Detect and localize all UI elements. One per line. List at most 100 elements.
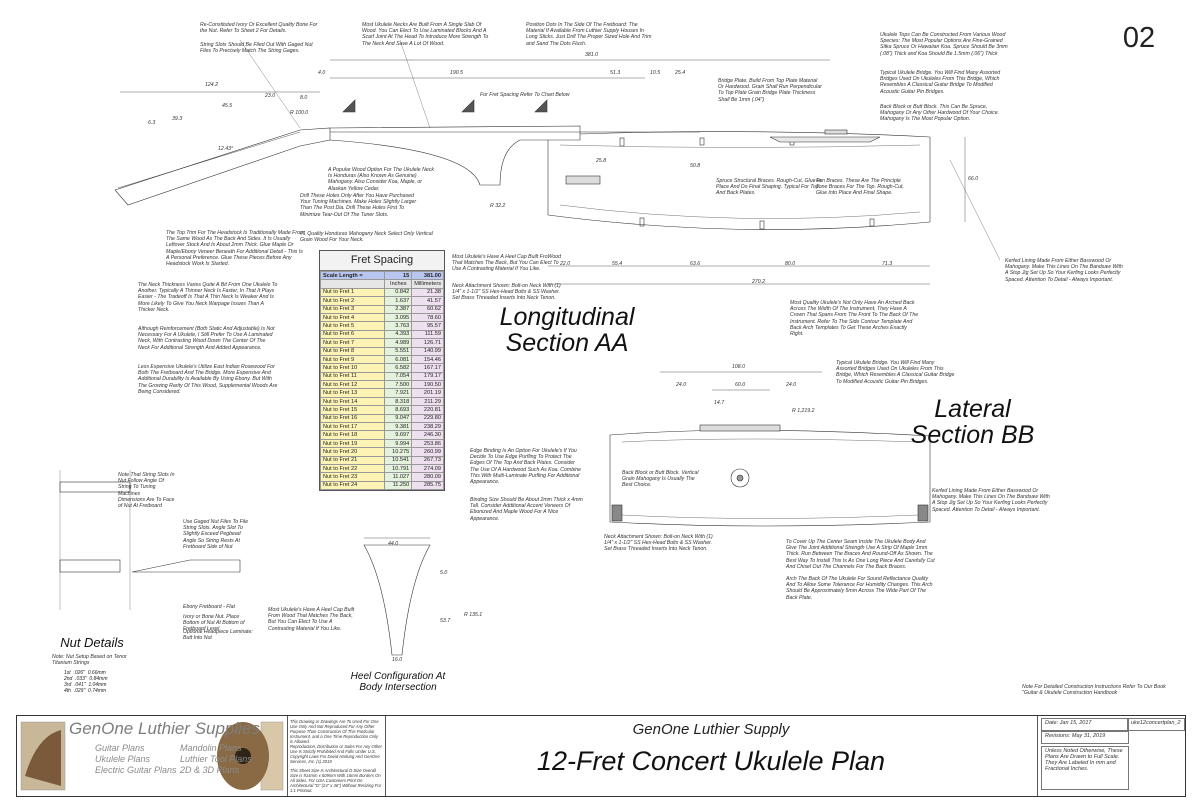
legal-text-1: This Drawing or Drawings Are To Used For… bbox=[290, 719, 379, 744]
fret-inches: 4.393 bbox=[384, 329, 413, 340]
note-reinforcement: Although Reinforcement (Both Static And … bbox=[138, 326, 275, 351]
fret-label: Nut to Fret 20 bbox=[319, 447, 386, 457]
legal-text-2: Reproduction, Distribution or Sales For … bbox=[290, 744, 383, 764]
neck-bolt bbox=[565, 175, 601, 185]
back-brace-3 bbox=[869, 218, 875, 227]
bridge bbox=[824, 129, 848, 135]
fret-mm: 280.09 bbox=[411, 472, 444, 482]
fret-mm: 60.62 bbox=[411, 304, 444, 314]
fret-label: Nut to Fret 9 bbox=[319, 354, 386, 365]
scale-mm: 381.00 bbox=[411, 270, 444, 281]
fret-mm: 220.81 bbox=[411, 405, 444, 415]
dim-label: R 100.0 bbox=[290, 110, 309, 116]
logo-panel: GenOne Luthier Supplies Guitar Plans Uku… bbox=[17, 716, 288, 796]
company-name: GenOne Luthier Supply bbox=[632, 721, 790, 738]
fret-label: Nut to Fret 8 bbox=[319, 346, 386, 356]
dim-label: 50.8 bbox=[690, 163, 701, 169]
fret-mm: 274.09 bbox=[411, 463, 444, 474]
note-nut-material: Re-Constituted Ivory Or Excellent Qualit… bbox=[200, 22, 318, 35]
scale-note-box: Unless Noted Otherwise, These Plans Are … bbox=[1041, 746, 1129, 790]
headstock-outline bbox=[114, 127, 331, 206]
dim-label: 10.5 bbox=[650, 70, 661, 76]
dim-label: 381.0 bbox=[585, 52, 598, 58]
dim-label: 22.0 bbox=[560, 261, 571, 267]
section-marker-2 bbox=[461, 99, 475, 113]
note-gaged-files: Use Gaged Nut Files To File String Slots… bbox=[183, 519, 248, 550]
fret-mm: 179.17 bbox=[411, 371, 444, 382]
note-lateral-block: Back Block or Butt Block. Vertical Grain… bbox=[622, 470, 699, 489]
fret-label: Nut to Fret 13 bbox=[319, 388, 386, 398]
fret-inches: 9.381 bbox=[384, 422, 413, 432]
fret-inches: 3.095 bbox=[384, 312, 413, 323]
fret-label: Nut to Fret 22 bbox=[319, 463, 386, 474]
dim-label: 8.0 bbox=[300, 95, 308, 101]
note-heel-cap-2: Most Ukulele's Have A Heel Cap Built Fro… bbox=[268, 607, 355, 632]
link-guitar-plans[interactable]: Guitar Plans bbox=[95, 743, 145, 753]
fret-inches: 9.697 bbox=[384, 430, 413, 440]
fret-label: Nut to Fret 10 bbox=[319, 363, 386, 373]
fret-label: Nut to Fret 7 bbox=[319, 338, 386, 348]
note-string-slots-nut: Note That String Slots In Nut Follow Ang… bbox=[118, 472, 175, 497]
dim-label: 51.3 bbox=[610, 70, 621, 76]
note-detailed-instructions: Note For Detailed Construction Instructi… bbox=[1022, 684, 1166, 697]
dim-label: 25.8 bbox=[596, 158, 607, 164]
note-spruce-braces: Spruce Structural Braces. Rough-Cut, Glu… bbox=[716, 178, 822, 197]
link-mandolin-plans[interactable]: Mandolin Plans bbox=[180, 743, 242, 753]
dim-label: 270.2 bbox=[752, 279, 765, 285]
note-lateral-neck: Neck Attachment Shown: Bolt-on Neck With… bbox=[604, 534, 713, 553]
fret-mm: 126.71 bbox=[411, 338, 444, 348]
fret-inches: 10.275 bbox=[384, 447, 413, 457]
lateral-bridge bbox=[699, 424, 781, 432]
revisions-box: Revisions: May 31, 2019 bbox=[1041, 731, 1129, 744]
fret-inches: 10.541 bbox=[384, 455, 413, 466]
link-electric-guitar-plans[interactable]: Electric Guitar Plans bbox=[95, 765, 177, 775]
dim-label: 39.3 bbox=[172, 116, 183, 122]
link-ukulele-plans[interactable]: Ukulele Plans bbox=[95, 754, 151, 764]
fret-inches: 8.693 bbox=[384, 405, 413, 415]
fret-inches: 7.921 bbox=[384, 388, 413, 398]
fret-inches: 2.387 bbox=[384, 304, 413, 314]
note-ebony: Ebony Fretboard - Flat bbox=[183, 604, 235, 610]
note-arch-back: Arch The Back Of The Ukulele For Sound R… bbox=[786, 576, 933, 601]
lateral-inner-line bbox=[621, 438, 919, 519]
sheet-number: 02 bbox=[1122, 22, 1156, 54]
dim-label: 190.5 bbox=[450, 70, 463, 76]
fret-label: Nut to Fret 18 bbox=[319, 430, 386, 440]
dim-label: 12.43° bbox=[218, 146, 234, 152]
note-arched-back: Most Quality Ukulele's Not Only Have An … bbox=[790, 300, 919, 338]
link-2d-3d-plans[interactable]: 2D & 3D Plans bbox=[180, 765, 240, 775]
note-edge-binding: Edge Binding Is An Option For Ukulele's … bbox=[470, 448, 582, 486]
fret-mm: 78.60 bbox=[411, 312, 444, 323]
fret-label: Nut to Fret 4 bbox=[319, 312, 386, 323]
link-luthier-tool-plans[interactable]: Luthier Tool Plans bbox=[180, 754, 252, 764]
note-lateral-bridge: Typical Ukulele Bridge. You Will Find Ma… bbox=[836, 360, 955, 385]
note-neck-wood: A Popular Wood Option For The Ukulele Ne… bbox=[328, 167, 434, 192]
fret-mm: 140.99 bbox=[411, 346, 444, 356]
lateral-kerf-left bbox=[611, 504, 623, 522]
fret-inches: 1.637 bbox=[384, 296, 413, 306]
note-fret-ref: For Fret Spacing Refer To Chart Below bbox=[480, 92, 570, 98]
legal-notice: This Drawing or Drawings Are To Used For… bbox=[287, 716, 386, 796]
back-brace-2 bbox=[759, 220, 765, 230]
fret-label: Nut to Fret 6 bbox=[319, 329, 386, 340]
fret-mm: 285.75 bbox=[411, 480, 444, 491]
note-binding-size: Binding Size Should Be About 2mm Thick x… bbox=[470, 497, 583, 522]
body-inner-line bbox=[559, 144, 921, 219]
dim-label: 80.0 bbox=[785, 261, 796, 267]
legal-text-3: This Sheet Size Is Architectural D Size … bbox=[290, 768, 382, 793]
title-main: GenOne Luthier Supply 12-Fret Concert Uk… bbox=[385, 716, 1038, 796]
fret-inches: 0.842 bbox=[384, 287, 413, 298]
nut-details-title: Nut Details bbox=[60, 635, 124, 650]
fret-inches: 7.054 bbox=[384, 371, 413, 382]
fret-inches: 6.582 bbox=[384, 363, 413, 373]
lateral-neck-bolt bbox=[730, 468, 750, 488]
fret-inches: 9.047 bbox=[384, 413, 413, 424]
fret-inches: 8.318 bbox=[384, 396, 413, 407]
neck-outline bbox=[329, 125, 581, 186]
